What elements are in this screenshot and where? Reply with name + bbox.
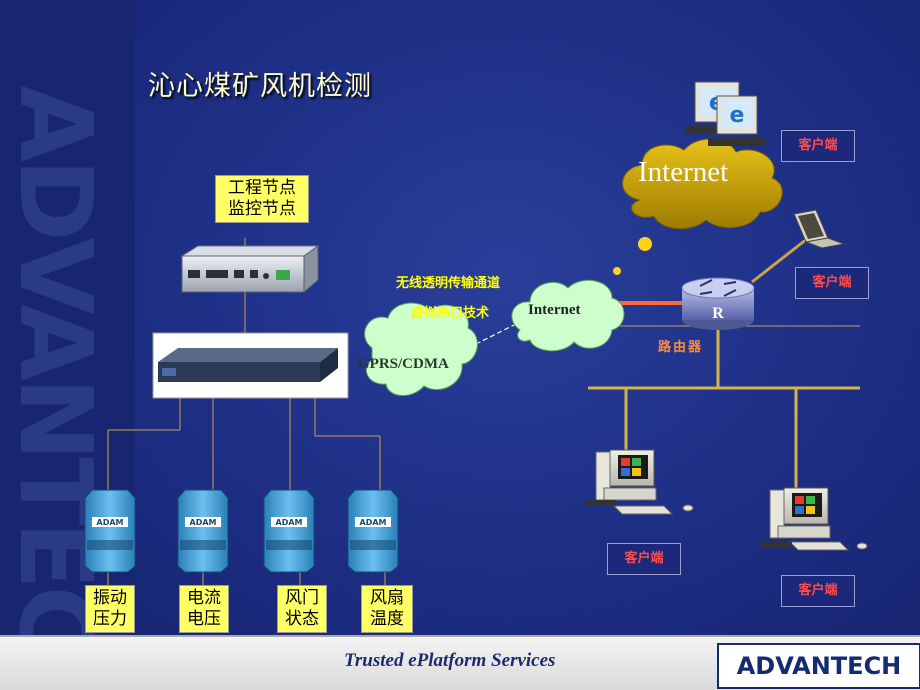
bubble-dot — [613, 267, 621, 275]
adam-module: ADAM — [263, 489, 315, 573]
sensor-label-current-voltage: 电流 电压 — [179, 585, 229, 633]
desktop-computer-icon: e — [708, 95, 766, 146]
sensor-label-line1: 振动 — [93, 588, 127, 608]
adam-logo-text: ADAM — [190, 518, 217, 527]
footer-tagline: Trusted ePlatform Services — [344, 650, 556, 671]
gprs-cloud — [364, 302, 478, 396]
client-label-internet: 客户端 — [781, 130, 855, 162]
client-label-laptop: 客户端 — [795, 267, 869, 299]
internet-small-label: Internet — [528, 302, 581, 318]
internet-cloud-big — [622, 138, 783, 230]
sensor-label-line1: 电流 — [187, 588, 221, 608]
router-to-laptop-line — [751, 233, 813, 284]
router-icon: R — [681, 277, 755, 330]
adam-logo-text: ADAM — [97, 518, 124, 527]
lan-bus — [588, 328, 860, 488]
router-letter: R — [712, 305, 724, 322]
sensor-label-line2: 压力 — [93, 609, 127, 629]
laptop-icon — [793, 209, 846, 249]
engineering-node-line1: 工程节点 — [228, 178, 296, 198]
embedded-controller-device — [180, 245, 320, 294]
sensor-label-damper-status: 风门 状态 — [277, 585, 327, 633]
internet-cloud-small — [511, 279, 625, 352]
wireless-channel-text: 无线透明传输通道 — [396, 276, 501, 291]
workstation-icon — [762, 487, 868, 551]
client-label-workstation-1: 客户端 — [607, 543, 681, 575]
internet-big-label: Internet — [638, 156, 729, 188]
workstation-icon — [586, 449, 694, 515]
adam-logo-text: ADAM — [360, 518, 387, 527]
client-label-workstation-2: 客户端 — [781, 575, 855, 607]
sensor-label-line2: 电压 — [187, 609, 221, 629]
slide-title: 沁心煤矿风机检测 — [148, 71, 372, 102]
engineering-node-label: 工程节点 监控节点 — [215, 175, 309, 223]
adam-module: ADAM — [84, 489, 136, 573]
bubble-dot — [638, 237, 652, 251]
router-label: 路由器 — [658, 340, 704, 355]
advantech-logo-text: ADVANTECH — [736, 652, 902, 680]
advantech-logo: ADVANTECH — [717, 643, 920, 689]
adam-module: ADAM — [177, 489, 229, 573]
sensor-label-line2: 状态 — [285, 609, 319, 629]
adam-module: ADAM — [347, 489, 399, 573]
sensor-label-vibration-pressure: 振动 压力 — [85, 585, 135, 633]
sensor-label-fan-temperature: 风扇 温度 — [361, 585, 413, 633]
wireless-link-line — [439, 321, 521, 363]
sensor-label-line2: 温度 — [370, 609, 404, 629]
sensor-label-line1: 风扇 — [370, 588, 404, 608]
serial-device-server — [152, 332, 349, 399]
gprs-cdma-label: GPRS/CDMA — [358, 356, 449, 372]
adam-modules: ADAM ADAM ADAM ADAM — [84, 489, 399, 573]
adam-logo-text: ADAM — [276, 518, 303, 527]
sensor-label-line1: 风门 — [285, 588, 319, 608]
svg-text:e: e — [730, 103, 745, 128]
virtual-serial-text: 虚拟串口技术 — [411, 306, 490, 321]
engineering-node-line2: 监控节点 — [228, 199, 296, 219]
